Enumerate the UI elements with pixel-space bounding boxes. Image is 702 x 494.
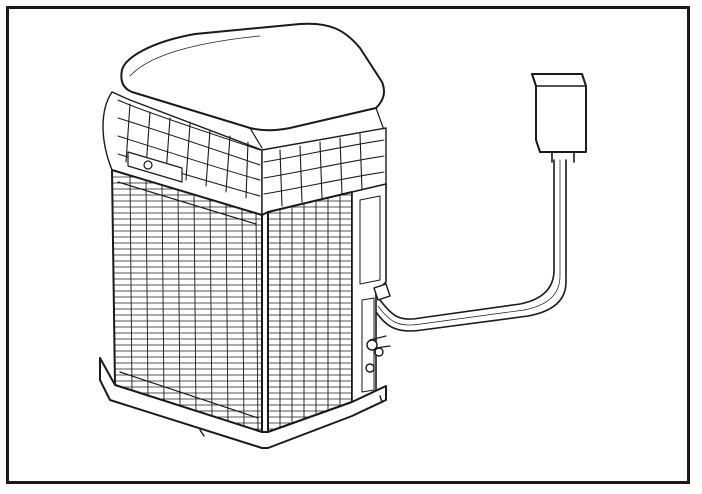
front-coil-panel [111, 169, 263, 433]
brand-badge [127, 151, 183, 183]
corner-post [261, 211, 269, 433]
unit-top-lid [120, 22, 385, 149]
figure-frame [6, 6, 690, 484]
service-valves [365, 335, 391, 373]
electrical-conduit [373, 159, 567, 332]
disconnect-box [531, 73, 587, 163]
side-coil-panel [267, 191, 353, 433]
base-pan [99, 357, 387, 449]
